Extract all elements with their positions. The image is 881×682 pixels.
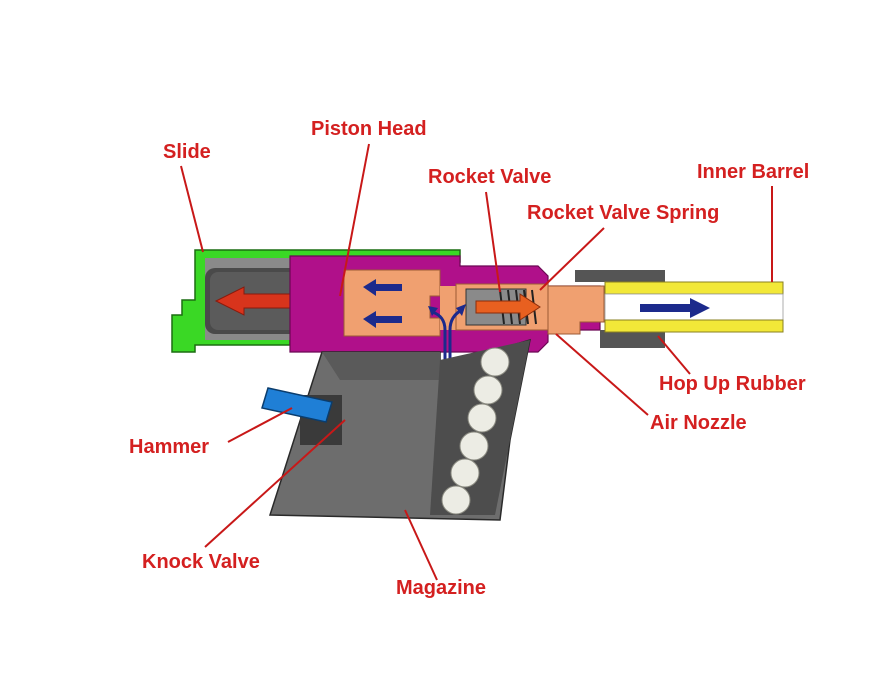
label-slide: Slide [163, 141, 211, 163]
hammer-part [261, 387, 333, 423]
hop-up-block [575, 270, 665, 348]
label-rocket-valve-spring: Rocket Valve Spring [527, 202, 720, 224]
inner-barrel-part [604, 281, 784, 333]
air-nozzle-part [547, 285, 605, 335]
label-rocket-valve: Rocket Valve [428, 166, 552, 188]
label-hammer: Hammer [129, 436, 210, 458]
label-piston-head: Piston Head [311, 118, 427, 140]
label-inner-barrel: Inner Barrel [697, 161, 810, 183]
magazine-part [268, 338, 531, 521]
gas-flow [428, 304, 466, 370]
rocket-valve-part [455, 283, 549, 331]
label-air-nozzle: Air Nozzle [650, 412, 747, 434]
leader-lines [180, 143, 773, 581]
label-hop-up-rubber: Hop Up Rubber [659, 373, 806, 395]
piston-chamber [343, 269, 458, 337]
label-knock-valve: Knock Valve [142, 551, 260, 573]
label-magazine: Magazine [396, 577, 487, 599]
